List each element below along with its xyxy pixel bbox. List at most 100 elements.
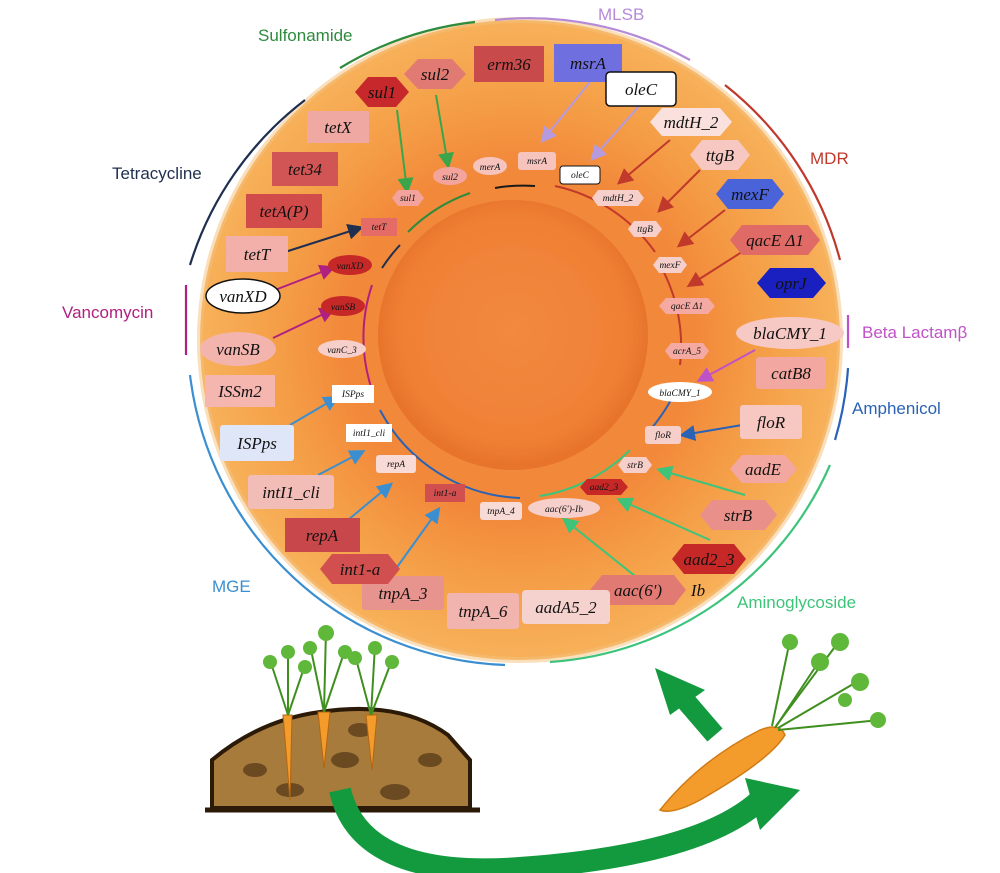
svg-text:tnpA_6: tnpA_6 [458,602,508,621]
outer-gene-vanXD: vanXD [205,278,281,314]
svg-text:erm36: erm36 [487,55,531,74]
svg-text:vanXD: vanXD [219,287,267,306]
svg-text:aad2_3: aad2_3 [590,483,619,493]
outer-gene-blaCMY-1: blaCMY_1 [736,317,844,349]
outer-gene-qacE: qacE Δ1 [730,225,820,255]
label-aminoglycoside: Aminoglycoside [737,593,856,612]
inner-gene-msrA: msrA [518,152,556,170]
outer-gene-oleC: oleC [605,71,677,107]
svg-text:floR: floR [655,430,671,441]
svg-text:aac(6'): aac(6') [614,581,662,600]
svg-text:mdtH_2: mdtH_2 [603,194,634,204]
outer-gene-ttgB: ttgB [690,140,750,170]
outer-gene-aadA5-2: aadA5_2 [522,590,610,624]
label-mdr: MDR [810,149,849,168]
svg-text:mdtH_2: mdtH_2 [664,113,719,132]
outer-gene-strB: strB [700,500,777,530]
svg-text:aac(6')-Ib: aac(6')-Ib [545,504,583,515]
svg-text:vanXD: vanXD [337,262,364,272]
svg-text:tet34: tet34 [288,160,322,179]
inner-gene-ttgB: ttgB [628,221,662,237]
aminoglycoside-arc [549,464,832,664]
svg-text:catB8: catB8 [771,364,811,383]
inner-gene-intI1-cli: intI1_cli [346,424,392,442]
outer-gene-aac6: aac(6') Ib [590,575,705,605]
outer-gene-ISPps: ISPps [220,425,294,461]
inner-gene-tnpA-4: tnpA_4 [480,502,522,520]
inner-gene-aad2-3: aad2_3 [580,479,628,495]
svg-text:int1-a: int1-a [434,489,457,499]
sulfonamide-arc [339,20,476,69]
inner-gene-floR: floR [645,426,681,444]
inner-gene-mdtH-2: mdtH_2 [592,190,644,206]
svg-text:Ib: Ib [690,581,705,600]
inner-gene-vanXD: vanXD [328,255,372,275]
inner-gene-ISPps: ISPps [332,385,374,403]
inner-gene-strB: strB [618,457,652,473]
svg-text:qacE Δ1: qacE Δ1 [671,302,703,312]
svg-text:oleC: oleC [625,80,658,99]
inner-gene-aac6-ib: aac(6')-Ib [528,498,600,518]
inner-gene-sul1: sul1 [392,190,424,206]
outer-gene-sul2: sul2 [404,59,466,89]
inner-gene-oleC: oleC [559,165,601,185]
svg-text:int1-a: int1-a [340,560,381,579]
outer-gene-vanSB: vanSB [200,332,276,366]
svg-text:blaCMY_1: blaCMY_1 [753,324,827,343]
outer-gene-aad2-3: aad2_3 [672,544,746,574]
inner-gene-merA: merA [473,157,507,175]
svg-text:repA: repA [387,460,405,470]
outer-gene-int1-a: int1-a [320,554,400,584]
svg-text:sul2: sul2 [442,173,458,183]
outer-gene-ISSm2: ISSm2 [205,375,275,407]
amphenicol-arc [833,367,850,441]
inner-gene-mexF: mexF [653,257,687,273]
inner-gene-vanC-3: vanC_3 [318,340,366,358]
outer-gene-oprJ: oprJ [757,268,826,298]
svg-text:vanC_3: vanC_3 [327,346,357,356]
svg-text:tetT: tetT [244,245,272,264]
svg-text:repA: repA [306,526,339,545]
outer-gene-tet34: tet34 [272,152,338,186]
mlsb-arc [494,17,691,61]
svg-text:merA: merA [480,163,501,173]
svg-text:mexF: mexF [731,185,769,204]
svg-text:blaCMY_1: blaCMY_1 [659,389,700,399]
outer-gene-aadE: aadE [730,455,797,483]
svg-text:ttgB: ttgB [706,146,735,165]
label-vancomycin: Vancomycin [62,303,153,322]
carrot-icon [658,633,886,812]
outer-gene-erm36: erm36 [474,46,544,82]
outer-gene-tnpA-6: tnpA_6 [447,593,519,629]
label-sulfonamide: Sulfonamide [258,26,353,45]
inner-gene-tetT: tetT [361,218,397,236]
svg-text:vanSB: vanSB [216,340,260,359]
inner-gene-qacE: qacE Δ1 [659,298,715,314]
svg-text:ISSm2: ISSm2 [217,382,262,401]
svg-text:intI1_cli: intI1_cli [353,429,386,439]
mdr-arc [724,84,842,261]
svg-text:acrA_5: acrA_5 [673,347,701,357]
inner-gene-vanSB: vanSB [321,296,365,316]
inner-gene-sul2: sul2 [433,167,467,185]
outer-gene-mdtH-2: mdtH_2 [650,108,732,136]
svg-text:msrA: msrA [570,54,607,73]
svg-text:strB: strB [724,506,753,525]
outer-gene-tetAP: tetA(P) [246,194,322,228]
inner-gene-blaCMY-1: blaCMY_1 [648,382,712,402]
svg-text:oprJ: oprJ [775,274,808,293]
svg-text:tetA(P): tetA(P) [259,202,308,221]
inner-gene-acrA-5: acrA_5 [665,343,709,359]
svg-text:tetT: tetT [372,223,387,233]
outer-gene-repA: repA [285,518,360,552]
svg-text:ttgB: ttgB [637,225,653,235]
outer-gene-catB8: catB8 [756,357,826,389]
carrot-plant-icon [263,625,399,801]
tetracycline-arc [188,99,306,266]
svg-text:strB: strB [627,461,643,471]
outer-gene-tetT: tetT [226,236,288,272]
svg-text:tetX: tetX [324,118,352,137]
category-arcs [184,17,850,667]
